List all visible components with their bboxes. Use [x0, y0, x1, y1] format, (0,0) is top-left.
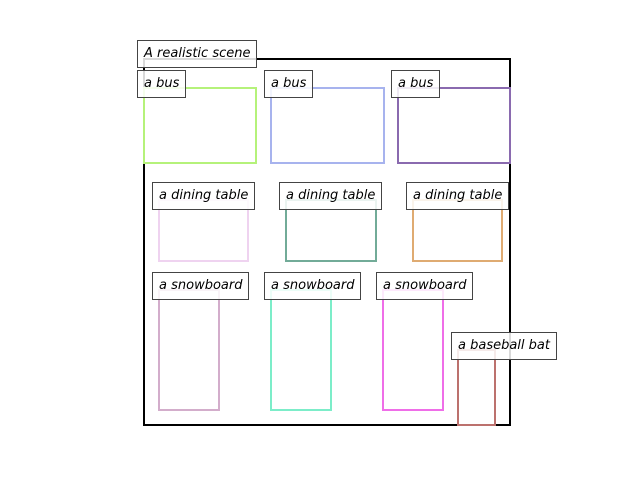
bus-label: a bus — [264, 70, 314, 98]
baseball-bat-label: a baseball bat — [451, 332, 557, 360]
bus-box — [397, 87, 511, 164]
snowboard-box — [158, 289, 220, 411]
dining-table-label: a dining table — [279, 182, 383, 210]
scene-title: A realistic scene — [137, 40, 258, 68]
scene-frame — [143, 58, 511, 426]
bus-label: a bus — [391, 70, 441, 98]
bus-box — [270, 87, 385, 164]
snowboard-label: a snowboard — [152, 272, 250, 300]
dining-table-label: a dining table — [152, 182, 256, 210]
bus-label: a bus — [137, 70, 187, 98]
snowboard-box — [382, 289, 444, 411]
snowboard-label: a snowboard — [376, 272, 474, 300]
dining-table-label: a dining table — [406, 182, 510, 210]
bus-box — [143, 87, 257, 164]
snowboard-box — [270, 289, 332, 411]
snowboard-label: a snowboard — [264, 272, 362, 300]
baseball-bat-box — [457, 349, 496, 426]
